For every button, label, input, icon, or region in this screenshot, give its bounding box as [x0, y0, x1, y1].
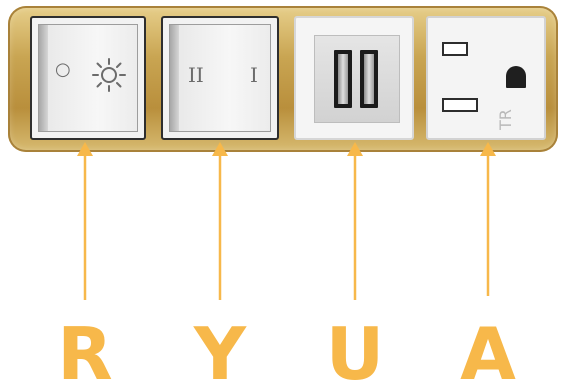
tamper-resistant-mark: TR [496, 109, 515, 130]
power-outlet: TR [426, 16, 546, 140]
rocker-face[interactable]: ○ [38, 24, 138, 132]
position-one-label: I [250, 63, 258, 87]
label-u: U [325, 312, 385, 389]
rocker-edge-shadow [39, 25, 48, 131]
ground-hole-icon[interactable] [506, 66, 526, 88]
two-position-rocker-switch[interactable]: II I [161, 16, 279, 140]
arrow-u [347, 142, 363, 300]
usb-recess [314, 35, 400, 123]
label-a: A [460, 312, 516, 389]
usb-port-contact [364, 54, 374, 104]
usb-port-left[interactable] [334, 50, 352, 108]
position-two-label: II [188, 63, 204, 87]
arrow-r [77, 142, 93, 300]
outlet-slot-top[interactable] [442, 42, 468, 56]
off-symbol-icon: ○ [55, 59, 71, 80]
usb-port-contact [338, 54, 348, 104]
light-sun-icon [92, 58, 126, 92]
usb-port-right[interactable] [360, 50, 378, 108]
rocker-edge-shadow [170, 25, 179, 131]
outlet-slot-bottom[interactable] [442, 98, 478, 112]
illuminated-rocker-switch[interactable]: ○ [30, 16, 146, 140]
arrow-y [212, 142, 228, 300]
label-y: Y [193, 312, 247, 389]
dual-usb-charger [294, 16, 414, 140]
label-r: R [57, 312, 113, 389]
arrow-a [480, 142, 496, 296]
rocker-face[interactable]: II I [169, 24, 271, 132]
